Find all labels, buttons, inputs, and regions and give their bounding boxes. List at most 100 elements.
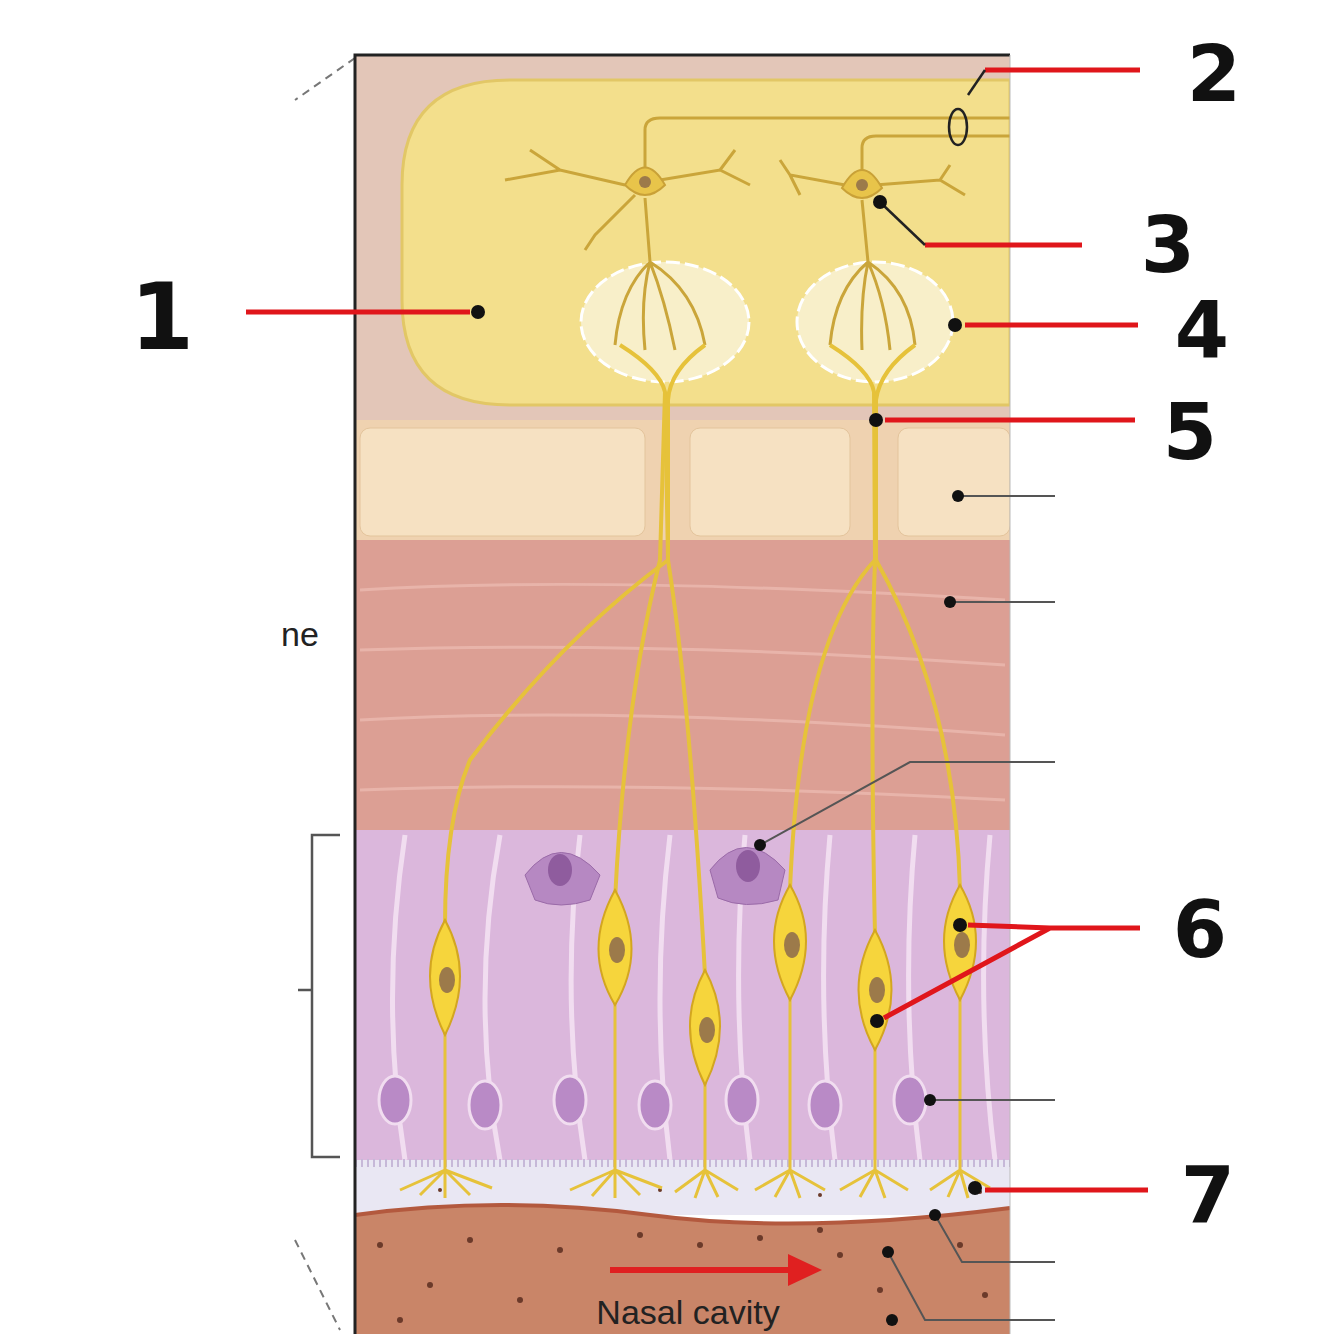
nucleus (439, 967, 455, 993)
dot (882, 1246, 894, 1258)
leader-end (968, 70, 985, 95)
dot (471, 305, 485, 319)
dot (438, 1188, 442, 1192)
region-label: ne (281, 617, 319, 651)
nucleus (639, 176, 651, 188)
dot (929, 1209, 941, 1221)
dot (817, 1227, 823, 1233)
callout-leader (246, 310, 470, 315)
dot (944, 596, 956, 608)
receptor-neuron (690, 970, 720, 1085)
basal-cell (710, 848, 785, 905)
dot (557, 1247, 563, 1253)
basal-cell (525, 853, 600, 906)
dot (953, 918, 967, 932)
callout-leader (925, 243, 1082, 248)
receptor-neuron (859, 930, 892, 1050)
receptor-nuclei (439, 932, 970, 1043)
axon (445, 345, 668, 925)
dot (757, 1235, 763, 1241)
mitral-axon (862, 136, 1010, 172)
dendrite-cilia (840, 1045, 908, 1198)
callout-number: 2 (1187, 35, 1241, 113)
dendrite-cilia (755, 995, 825, 1198)
receptor-neuron (774, 885, 806, 1000)
dot (877, 1287, 883, 1293)
dot (427, 1282, 433, 1288)
axon (790, 345, 875, 890)
nucleus (379, 1076, 411, 1124)
dot (957, 1242, 963, 1248)
nasal-cavity (355, 1205, 1010, 1334)
dot (377, 1242, 383, 1248)
nucleus (554, 1076, 586, 1124)
supporting-cell-nuclei (379, 1076, 926, 1129)
dot (467, 1237, 473, 1243)
leader-end (882, 204, 925, 245)
dot (637, 1232, 643, 1238)
nucleus (469, 1081, 501, 1129)
callout-dots (471, 195, 982, 1195)
dot (886, 1314, 898, 1326)
mitral-dendrite (505, 150, 750, 250)
callout-number: 3 (1141, 206, 1195, 284)
microvilli (355, 1159, 1010, 1167)
axon (668, 345, 705, 975)
callout-number: 4 (1175, 291, 1229, 369)
receptor-neuron (430, 920, 460, 1035)
brain-tissue (355, 55, 1010, 425)
callout-number: 6 (1173, 891, 1227, 969)
olfactory-bulb (402, 80, 1010, 405)
airflow-arrow (610, 1267, 792, 1273)
dashed-line (295, 1240, 340, 1330)
callout-leader (885, 418, 1135, 423)
callout-leader (985, 1188, 1148, 1193)
dot (952, 490, 964, 502)
glomerular-dendrite (615, 198, 705, 350)
olfactory-epithelium (355, 830, 1010, 1165)
nucleus (894, 1076, 926, 1124)
dot (982, 1292, 988, 1298)
callout-leader (985, 68, 1140, 73)
grey-leaders (760, 496, 1055, 1320)
nucleus (736, 850, 760, 882)
callout-leader (884, 925, 1140, 1018)
black-leader-ends (882, 70, 985, 245)
callout-number: 5 (1163, 393, 1217, 471)
region-label: Nasal cavity (596, 1295, 779, 1329)
airflow-arrowhead (788, 1254, 822, 1286)
dot (397, 1317, 403, 1323)
callout-number: 1 (130, 272, 194, 364)
nucleus (639, 1081, 671, 1129)
leader-line (958, 495, 1055, 497)
nucleus (809, 1081, 841, 1129)
dashed-line (295, 58, 355, 100)
dot (869, 413, 883, 427)
leader-line (935, 1215, 1055, 1262)
bone-block (690, 428, 850, 536)
callout-leader (965, 323, 1138, 328)
dot (754, 839, 766, 851)
supporting-cell-border (393, 835, 996, 1160)
dot (968, 1181, 982, 1195)
olfactory-axons (445, 345, 960, 975)
nucleus (954, 932, 970, 958)
dot (870, 1014, 884, 1028)
bone-block (360, 428, 645, 536)
glomerulus (581, 262, 749, 382)
mitral-cell-processes (505, 118, 1010, 350)
nucleus (869, 977, 885, 1003)
mitral-cell (842, 170, 882, 198)
leader-line (950, 601, 1055, 603)
dendrite-cilia (930, 995, 990, 1198)
axon-bundle-ring (949, 109, 967, 145)
leader-line (930, 1099, 1055, 1101)
dot (818, 1193, 822, 1197)
leader-line (760, 762, 1055, 845)
mitral-cell (625, 168, 665, 196)
dot (924, 1094, 936, 1106)
nucleus (856, 179, 868, 191)
bracket (298, 835, 340, 1157)
